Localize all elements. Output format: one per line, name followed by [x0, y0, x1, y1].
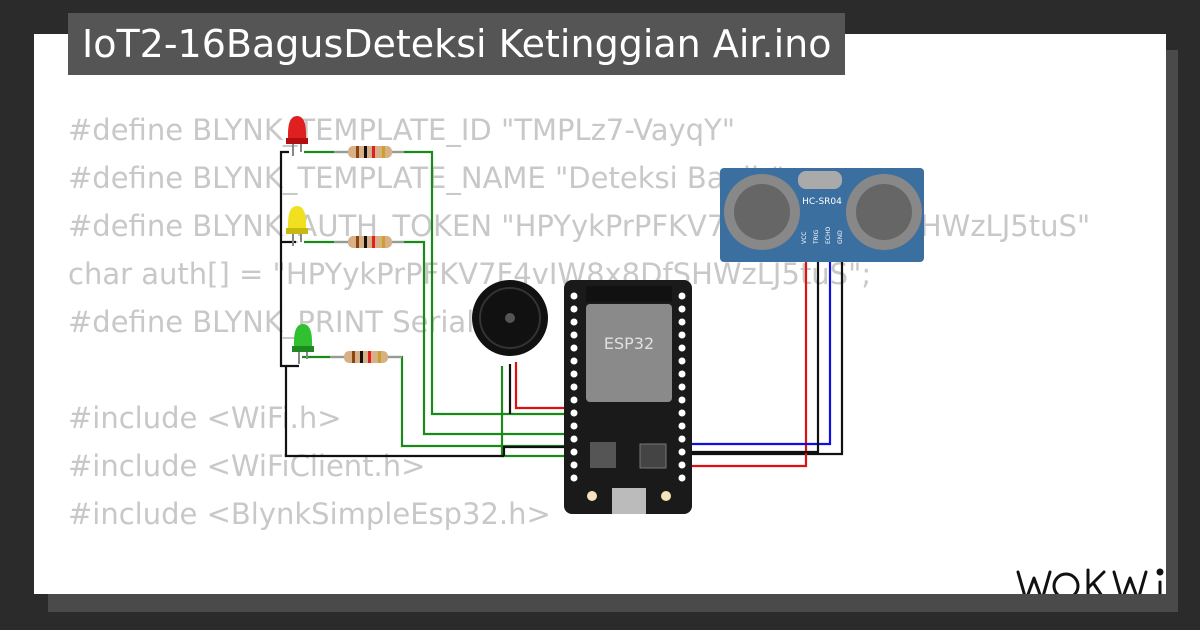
- esp32-pin: [678, 474, 686, 482]
- esp32-pin: [678, 409, 686, 417]
- esp32-pin: [570, 461, 578, 469]
- sensor-pin-label: VCC: [801, 232, 808, 244]
- code-line: #define BLYNK_AUTH_TOKEN "HPYykPrPFKV7F4…: [68, 209, 1091, 243]
- esp32-pin: [678, 461, 686, 469]
- esp32-pin: [570, 370, 578, 378]
- code-line: #define BLYNK_PRINT Serial: [68, 305, 475, 339]
- esp32-board: ESP32: [564, 280, 692, 514]
- trig-wire: [684, 262, 820, 454]
- esp32-pin: [570, 331, 578, 339]
- esp32-pin: [570, 422, 578, 430]
- sensor-label: HC-SR04: [802, 197, 842, 207]
- esp32-pin: [678, 305, 686, 313]
- sensor-pin-label: GND: [837, 230, 844, 244]
- esp32-pin: [678, 448, 686, 456]
- esp32-pin: [678, 383, 686, 391]
- esp32-pin: [570, 305, 578, 313]
- esp32-pin: [570, 344, 578, 352]
- code-line: #include <WiFi.h>: [68, 401, 342, 435]
- esp32-pin: [678, 396, 686, 404]
- circuit-diagram: ESP32 HC-SR04 VCC TRIG ECHO GND: [279, 116, 924, 514]
- esp32-pin: [678, 292, 686, 300]
- esp32-pin: [570, 474, 578, 482]
- esp32-pin: [678, 318, 686, 326]
- buzzer-icon: [472, 280, 548, 356]
- esp32-pin: [678, 331, 686, 339]
- code-line: #include <BlynkSimpleEsp32.h>: [68, 497, 551, 531]
- hc-sr04-sensor: HC-SR04 VCC TRIG ECHO GND: [720, 168, 924, 262]
- led-red-icon: [286, 116, 308, 156]
- esp32-pin: [678, 422, 686, 430]
- esp32-pin: [678, 370, 686, 378]
- echo-wire: [684, 262, 832, 446]
- esp32-pin: [570, 357, 578, 365]
- code-line: #define Echo 15: [68, 586, 1090, 594]
- esp32-pin: [570, 448, 578, 456]
- esp32-pin: [678, 435, 686, 443]
- resistor-icon: [334, 236, 404, 248]
- sensor-pin-label: TRIG: [813, 229, 820, 245]
- resistor-icon: [334, 146, 404, 158]
- code-line: #include <WiFiClient.h>: [68, 449, 426, 483]
- vcc-wire: [684, 262, 808, 468]
- esp32-pin: [678, 357, 686, 365]
- esp32-pin: [570, 396, 578, 404]
- wokwi-logo-icon: [1016, 568, 1164, 594]
- led-yellow-icon: [286, 206, 308, 246]
- project-title[interactable]: IoT2-16BagusDeteksi Ketinggian Air.ino: [68, 13, 846, 75]
- esp32-label: ESP32: [604, 334, 654, 353]
- buzzer-wire: [514, 362, 570, 410]
- esp32-pin: [570, 318, 578, 326]
- resistor-icon: [330, 351, 402, 363]
- esp32-pin: [570, 383, 578, 391]
- esp32-pin: [678, 344, 686, 352]
- code-line: #define BLYNK_TEMPLATE_ID "TMPLz7-VayqY": [68, 113, 736, 147]
- black-wires: [279, 150, 844, 458]
- esp32-pin: [570, 292, 578, 300]
- led-green-icon: [292, 324, 314, 364]
- esp32-pin: [570, 409, 578, 417]
- project-preview-card[interactable]: #define BLYNK_TEMPLATE_ID "TMPLz7-VayqY"…: [34, 34, 1166, 594]
- sensor-pin-label: ECHO: [825, 227, 832, 244]
- esp32-pin: [570, 435, 578, 443]
